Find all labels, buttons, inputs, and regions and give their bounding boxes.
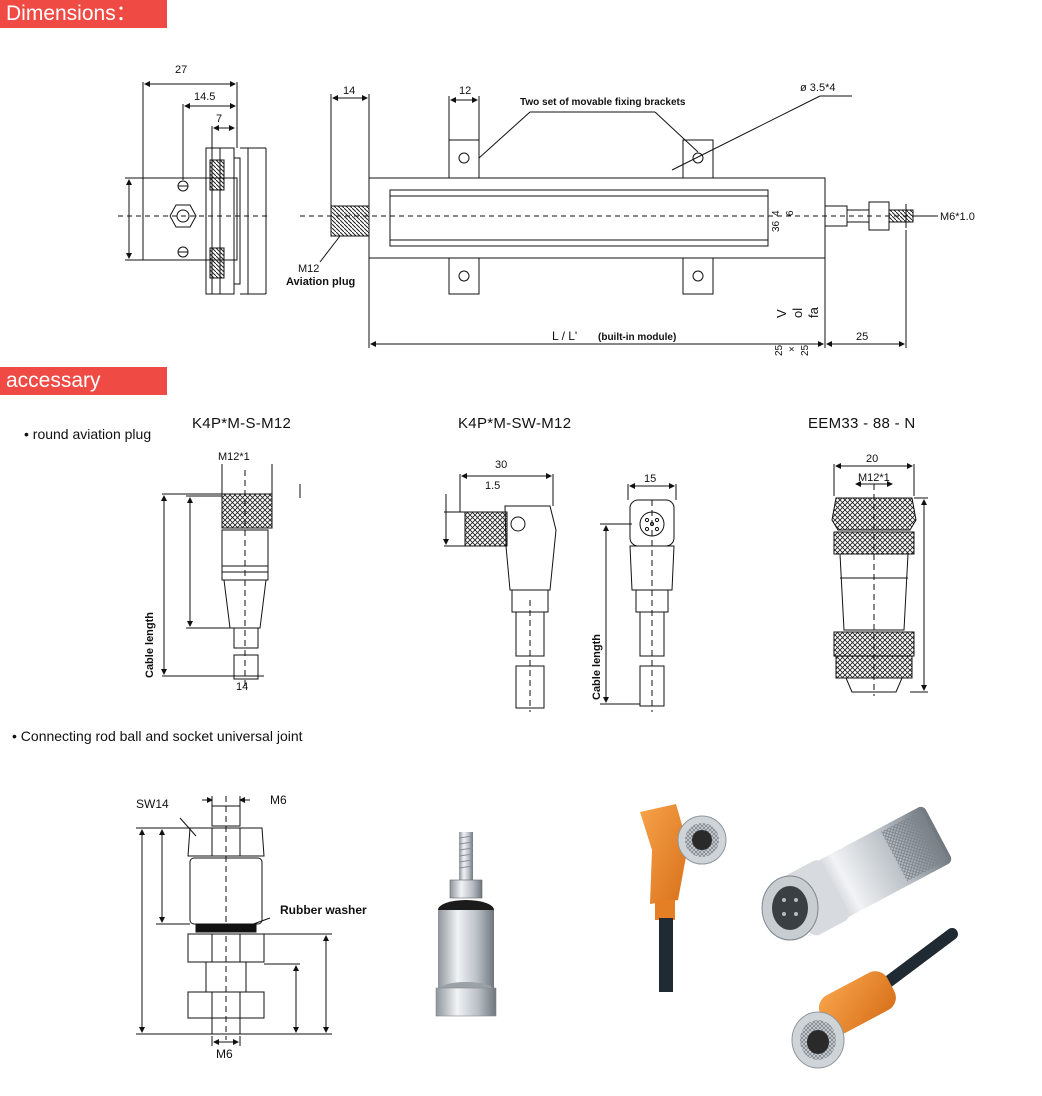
angled-plug-front-drawing bbox=[600, 483, 677, 712]
model-straight-plug: K4P*M-S-M12 bbox=[192, 415, 292, 432]
plug-name: Aviation plug bbox=[286, 276, 355, 288]
thread-m6: M6*1.0 bbox=[940, 211, 975, 223]
field-connector-thread: M12*1 bbox=[858, 472, 890, 484]
joint-top-thread: M6 bbox=[270, 793, 287, 807]
length-note: (built-in module) bbox=[598, 332, 676, 343]
orange-angled-connector-photo bbox=[640, 804, 727, 992]
dimensions-banner: Dimensions： bbox=[0, 0, 167, 28]
side-x: × bbox=[787, 346, 798, 352]
field-connector-drawing bbox=[831, 463, 928, 696]
silver-field-connector-photo bbox=[761, 806, 952, 941]
bullet-universal-joint: • Connecting rod ball and socket univers… bbox=[12, 728, 303, 744]
angled-plug-cable-length: Cable length bbox=[591, 634, 603, 700]
dim-4: 4 bbox=[771, 210, 782, 216]
product-illustrations bbox=[435, 804, 958, 1069]
side-text-ol: ol bbox=[790, 308, 805, 318]
plug-m12: M12 bbox=[298, 263, 319, 275]
hole-spec: ø 3.5*4 bbox=[800, 82, 835, 94]
orange-straight-connector-photo bbox=[791, 928, 958, 1069]
dim-7: 7 bbox=[216, 113, 222, 125]
end-view bbox=[118, 81, 270, 295]
side-text-v: V bbox=[774, 309, 789, 318]
accessory-drawings: M12*1 14 Cable length 30 1.5 15 Cable le… bbox=[144, 451, 928, 712]
field-connector-dim-20: 20 bbox=[866, 453, 878, 465]
dim-25: 25 bbox=[856, 331, 868, 343]
joint-rubber-washer: Rubber washer bbox=[280, 903, 367, 917]
side-25a: 25 bbox=[774, 344, 785, 356]
model-field-connector: EEM33 - 88 - N bbox=[808, 415, 916, 432]
straight-plug-thread: M12*1 bbox=[218, 451, 250, 463]
straight-plug-width: 14 bbox=[236, 681, 248, 693]
joint-bottom-thread: M6 bbox=[216, 1047, 233, 1061]
angled-plug-dim-15: 15 bbox=[644, 473, 656, 485]
angled-plug-dim-1-5: 1.5 bbox=[485, 480, 500, 492]
model-angled-plug: K4P*M-SW-M12 bbox=[458, 415, 572, 432]
joint-sw14: SW14 bbox=[136, 797, 169, 811]
sensor-body bbox=[300, 94, 938, 348]
side-text-fa: fa bbox=[806, 306, 821, 318]
dim-12: 12 bbox=[459, 85, 471, 97]
angled-plug-dim-30: 30 bbox=[495, 459, 507, 471]
dim-27: 27 bbox=[175, 64, 187, 76]
accessory-size-banner: accessary size： bbox=[0, 367, 167, 420]
straight-plug-drawing bbox=[161, 464, 301, 690]
side-25b: 25 bbox=[800, 344, 811, 356]
dim-36: 36 bbox=[771, 220, 782, 232]
brackets-note: Two set of movable fixing brackets bbox=[520, 97, 686, 108]
bullet-round-aviation-plug: • round aviation plug bbox=[24, 426, 152, 442]
angled-plug-side-drawing bbox=[443, 473, 557, 712]
joint-photo bbox=[435, 832, 497, 1017]
main-dimension-drawing: 27 14.5 7 14 12 Two set of movable fixin… bbox=[118, 64, 975, 356]
straight-plug-cable-length: Cable length bbox=[144, 612, 156, 678]
length-label: L / L' bbox=[552, 329, 577, 343]
dim-6: 6 bbox=[785, 210, 796, 216]
universal-joint-drawing: SW14 M6 Rubber washer M6 bbox=[136, 793, 367, 1061]
dim-14: 14 bbox=[343, 85, 355, 97]
dim-14-5: 14.5 bbox=[194, 91, 215, 103]
